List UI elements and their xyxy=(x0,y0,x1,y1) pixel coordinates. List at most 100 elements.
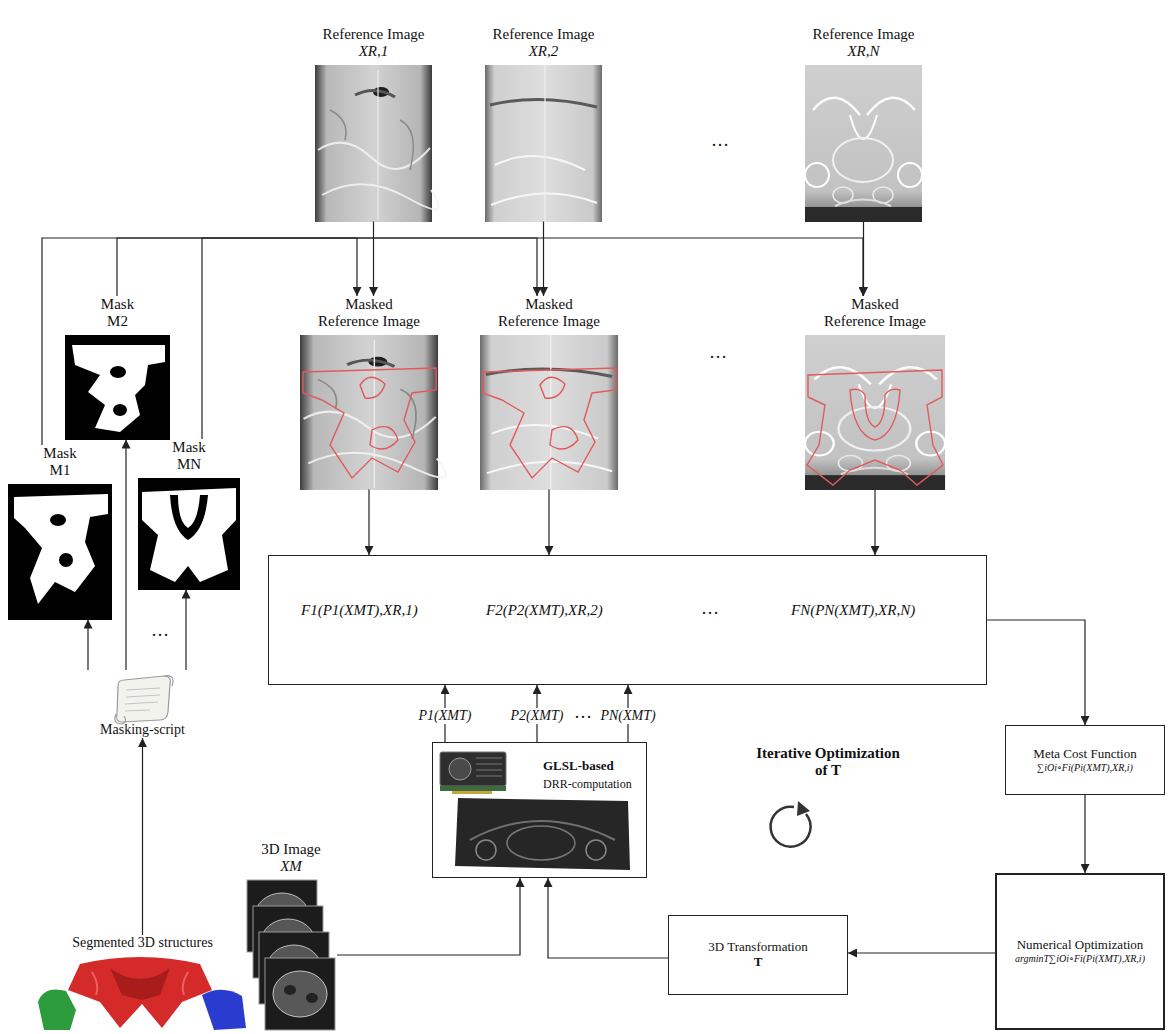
drr-bone xyxy=(476,840,496,860)
masked-xray xyxy=(300,335,446,490)
transformation-box: 3D TransformationT xyxy=(668,915,848,995)
mask-region xyxy=(142,488,236,582)
connector-arrow xyxy=(87,620,88,671)
segment-shading xyxy=(92,972,188,995)
image-slot xyxy=(480,335,618,490)
image-slot xyxy=(8,484,112,620)
ct-detail xyxy=(306,993,318,1003)
image-heading: Masked Reference Image xyxy=(821,296,929,331)
mask-hole xyxy=(59,553,73,567)
ct-body xyxy=(273,971,327,1017)
image-heading: Reference Image xyxy=(315,26,432,43)
image-heading: Masked Reference Image xyxy=(495,296,603,331)
mask-heading: Mask xyxy=(8,445,112,462)
card-contacts xyxy=(452,791,492,794)
mask-symbol: M1 xyxy=(8,462,112,479)
mask-hole xyxy=(113,404,127,416)
reference-xray xyxy=(805,65,922,222)
icon-slot xyxy=(80,670,205,722)
box-symbol: T xyxy=(754,955,763,970)
mask-image: MaskM2 xyxy=(65,296,170,440)
image-symbol: XM xyxy=(245,858,337,875)
mask-region xyxy=(14,494,108,604)
cycle-head xyxy=(797,801,810,816)
connector-arrow xyxy=(142,738,143,935)
sacrum-segment xyxy=(110,968,170,1000)
mask-ground xyxy=(8,484,112,620)
card-fan xyxy=(449,758,471,780)
script-icon xyxy=(115,676,173,724)
card-board xyxy=(440,786,506,791)
connector-arrow xyxy=(42,238,357,445)
image-symbol: XR,2 xyxy=(485,43,602,60)
image-slot xyxy=(315,65,432,222)
masked-image: Masked Reference Image xyxy=(805,296,945,490)
image-heading: Masked Reference Image xyxy=(315,296,423,331)
script-label: Masking-script xyxy=(80,722,205,738)
connector-arrow xyxy=(337,878,520,955)
ellipsis: … xyxy=(574,702,592,723)
reference-image: Reference ImageXR,2 xyxy=(485,26,602,222)
mask-hole xyxy=(50,514,66,526)
femur-right-segment xyxy=(202,990,246,1030)
masked-image: Masked Reference Image xyxy=(480,296,618,490)
connector-arrow xyxy=(1084,795,1085,873)
mask-ground xyxy=(138,478,240,590)
drr-image xyxy=(455,798,630,870)
mask-image: MaskM1 xyxy=(8,445,112,620)
box-subtitle: DRR-computation xyxy=(543,778,632,792)
mask-contour xyxy=(850,389,900,440)
segmented-structures: Segmented 3D structures xyxy=(35,935,250,1029)
connector-arrow xyxy=(202,238,863,439)
volume-image: 3D ImageXM xyxy=(245,841,337,1030)
ellipsis: … xyxy=(701,598,719,619)
mask-image: MaskMN xyxy=(138,439,240,590)
image-slot xyxy=(805,65,922,222)
reference-xray xyxy=(485,65,602,222)
mask-overlay xyxy=(303,368,436,478)
masking-script: Masking-script xyxy=(80,670,205,738)
connector-arrow xyxy=(548,878,668,958)
meta-cost-box: Meta Cost Function∑iOi∘Fi(Pi(XMT),XR,i) xyxy=(1005,725,1165,795)
masked-xray xyxy=(805,335,945,490)
image-heading: Reference Image xyxy=(805,26,922,43)
ct-slice xyxy=(265,958,335,1030)
image-heading: Reference Image xyxy=(485,26,602,43)
scroll-curl xyxy=(115,676,173,724)
connector-arrow xyxy=(548,490,549,556)
connector-arrow xyxy=(185,590,186,671)
projection-label: P1(XMT) xyxy=(417,708,474,724)
drr-bone xyxy=(507,826,575,860)
scroll-paper xyxy=(117,676,171,722)
image-slot xyxy=(65,335,170,440)
mask-symbol: MN xyxy=(138,456,240,473)
image-symbol: XR,1 xyxy=(315,43,432,60)
mask-overlay xyxy=(483,368,616,478)
image-heading: 3D Image xyxy=(245,841,337,858)
connector-arrow xyxy=(874,490,875,556)
cost-term: FN(PN(XMT),XR,N) xyxy=(791,602,915,619)
mask-region xyxy=(72,345,165,432)
connector-arrow xyxy=(125,440,126,671)
connector-arrow xyxy=(117,238,537,296)
image-slot xyxy=(300,335,438,490)
masked-image: Masked Reference Image xyxy=(300,296,438,490)
mask-hole xyxy=(110,366,126,378)
scroll-lines xyxy=(125,688,160,711)
card-fins xyxy=(476,758,502,776)
femur-left-segment xyxy=(38,989,76,1030)
mask-heading: Mask xyxy=(65,296,170,313)
drr-ground xyxy=(455,798,630,870)
volume-stack xyxy=(247,880,335,1030)
drr-bone xyxy=(586,840,606,860)
mask-image xyxy=(8,484,112,620)
mask-symbol: M2 xyxy=(65,313,170,330)
cycle-arrow xyxy=(771,801,811,847)
cost-term: F2(P2(XMT),XR,2) xyxy=(486,602,603,619)
connector-arrow xyxy=(373,222,374,297)
mask-image xyxy=(65,335,170,440)
mask-ground xyxy=(65,335,170,440)
card-body xyxy=(440,752,506,786)
formula: ∑iOi∘Fi(Pi(XMT),XR,i) xyxy=(1037,762,1133,774)
